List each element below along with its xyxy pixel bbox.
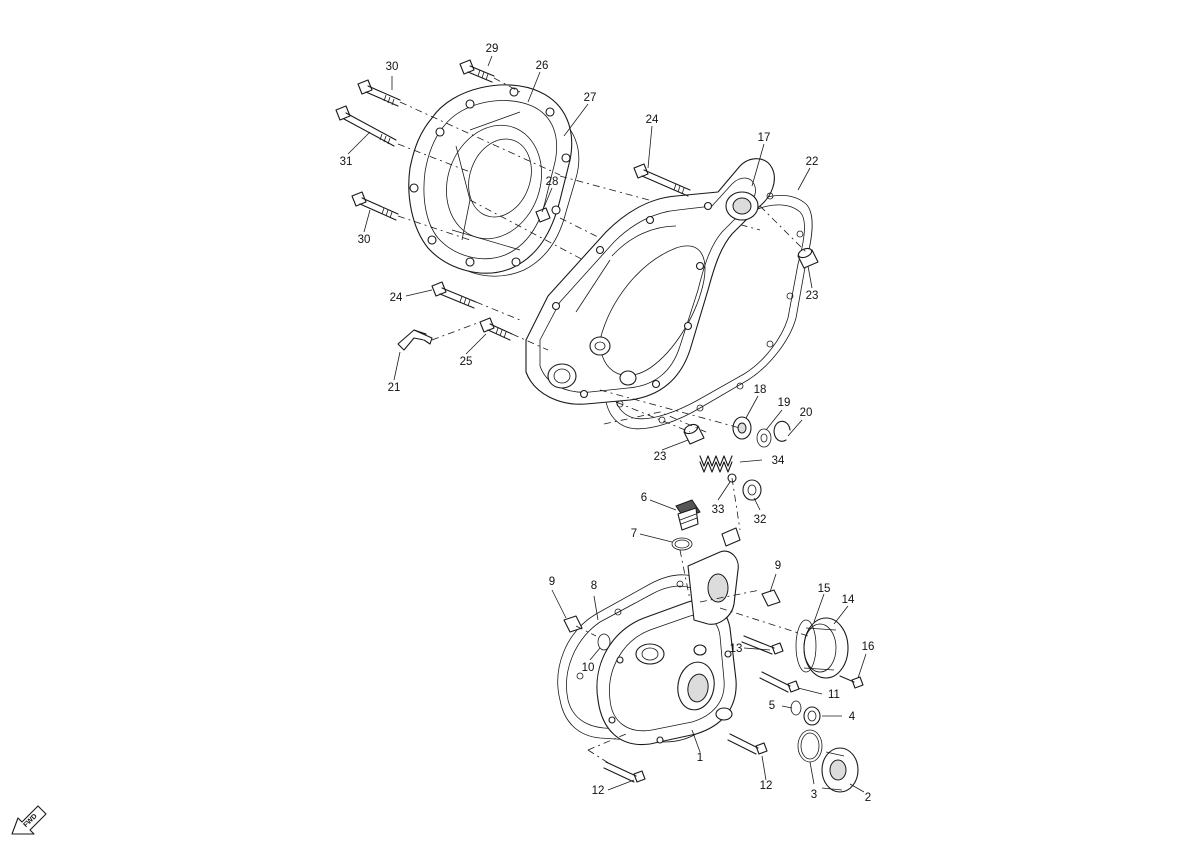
callout-13: 13 (730, 643, 743, 655)
o-ring-7[interactable] (671, 537, 693, 551)
cover-bolt-30-lower[interactable] (351, 191, 399, 221)
callout-4: 4 (849, 711, 856, 723)
callout-23-lower: 23 (654, 451, 667, 463)
bolt-12-left[interactable] (603, 761, 646, 783)
bolt-16[interactable] (839, 675, 864, 689)
callout-7: 7 (631, 528, 637, 540)
callout-19: 19 (778, 397, 791, 409)
callout-10: 10 (582, 662, 595, 674)
callout-5: 5 (769, 700, 775, 712)
cover-bolt-31[interactable] (335, 105, 397, 147)
callout-25: 25 (460, 356, 473, 368)
callout-18: 18 (754, 384, 767, 396)
forward-direction-marker: FWD (11, 805, 47, 835)
callout-labels: 1 2 3 4 5 6 7 8 9 9 10 11 12 12 13 14 15… (340, 43, 875, 804)
oil-seal-18[interactable] (732, 416, 752, 440)
callout-28: 28 (546, 176, 559, 188)
callout-9-left: 9 (549, 576, 555, 588)
forward-arrow-icon (11, 805, 47, 835)
callout-16: 16 (862, 641, 875, 653)
oil-filler-cap-6[interactable] (675, 499, 701, 531)
callout-6: 6 (641, 492, 647, 504)
callout-26: 26 (536, 60, 549, 72)
callout-17: 17 (758, 132, 771, 144)
gasket-15[interactable] (795, 619, 817, 673)
plug-2[interactable] (821, 747, 859, 793)
o-ring-10[interactable] (597, 633, 611, 651)
bolt-11[interactable] (759, 671, 800, 693)
callout-11: 11 (828, 689, 840, 701)
generator-cover[interactable] (557, 527, 741, 746)
callout-24-upper: 24 (646, 114, 659, 126)
o-ring-3[interactable] (797, 729, 823, 763)
dowel-pin-9-right[interactable] (761, 589, 781, 607)
dowel-pin-23-upper[interactable] (797, 247, 819, 269)
callout-30-upper: 30 (386, 61, 399, 73)
callout-34: 34 (772, 455, 785, 467)
callout-24-lower: 24 (390, 292, 403, 304)
bolt-13[interactable] (741, 635, 784, 655)
leader-lines (347, 55, 867, 793)
callout-15: 15 (818, 583, 831, 595)
callout-12-left: 12 (592, 785, 605, 797)
cover-bolt-25[interactable] (479, 317, 513, 341)
plug-4[interactable] (803, 706, 821, 726)
callout-21: 21 (388, 382, 401, 394)
dowel-pin-23-lower[interactable] (683, 423, 705, 445)
spring-34[interactable] (699, 455, 733, 473)
cover-bolt-24-lower[interactable] (431, 281, 477, 309)
o-ring-5[interactable] (790, 700, 802, 716)
washer-19[interactable] (756, 428, 772, 448)
crankcase-cover[interactable] (525, 158, 813, 430)
callout-22: 22 (806, 156, 819, 168)
plug-32[interactable] (742, 479, 762, 501)
callout-32: 32 (754, 514, 767, 526)
callout-29: 29 (486, 43, 499, 55)
callout-27: 27 (584, 92, 597, 104)
callout-23-upper: 23 (806, 290, 819, 302)
callout-8: 8 (591, 580, 597, 592)
cover-bolt-29[interactable] (459, 59, 495, 83)
callout-20: 20 (800, 407, 813, 419)
callout-1: 1 (697, 752, 703, 764)
callout-30-lower: 30 (358, 234, 371, 246)
bolt-12-right[interactable] (727, 733, 768, 755)
cover-bolt-24-upper[interactable] (633, 163, 691, 197)
callout-12-right: 12 (760, 780, 773, 792)
breather-pipe-21[interactable] (397, 329, 433, 351)
callout-2: 2 (865, 792, 871, 804)
callout-14: 14 (842, 594, 855, 606)
circlip-20[interactable] (773, 420, 791, 442)
cover-bolt-30-upper[interactable] (357, 79, 401, 107)
clutch-cover[interactable] (408, 84, 580, 277)
callout-33: 33 (712, 504, 725, 516)
callout-31: 31 (340, 156, 353, 168)
dowel-pin-9-left[interactable] (563, 615, 583, 633)
dowel-pin-28[interactable] (535, 207, 551, 223)
callout-3: 3 (811, 789, 817, 801)
callout-9-right: 9 (775, 560, 781, 572)
